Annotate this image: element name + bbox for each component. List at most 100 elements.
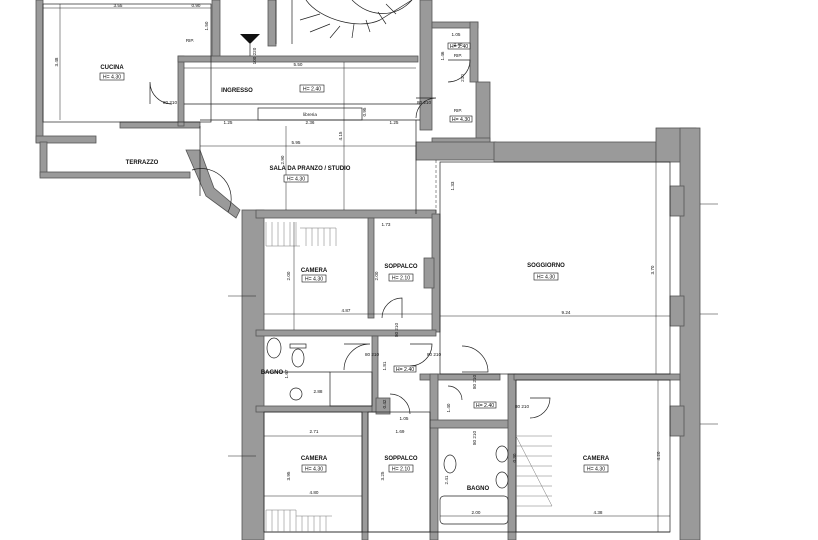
room-labels: CUCINA H= 4.30 INGRESSO H= 2.40 SALA DA … — [99, 65, 610, 492]
sink — [266, 337, 282, 359]
height-box — [583, 464, 609, 473]
dimension-text: 1.81 — [382, 361, 387, 370]
bathtub — [439, 495, 509, 525]
room-height: H= 2.10 — [392, 276, 410, 282]
height-box — [393, 365, 417, 373]
wall — [361, 411, 369, 540]
wall — [419, 0, 433, 131]
room-outline — [439, 161, 671, 375]
dimension-text: 1.05 — [452, 32, 461, 37]
corridor-height: H= 2.40 — [476, 403, 494, 409]
dimension-text: 2.88 — [314, 389, 323, 394]
wall — [177, 55, 185, 127]
wall — [679, 127, 701, 540]
door-swing — [343, 343, 371, 371]
dimension-text: 2.71 — [310, 429, 319, 434]
dimension-text: 4.20 — [656, 451, 661, 460]
dimension-lines — [43, 4, 718, 532]
room-name: SOGGIORNO — [527, 263, 565, 269]
door-swing — [461, 345, 489, 373]
door-swing — [447, 385, 463, 401]
door-swing — [149, 81, 173, 105]
wall — [513, 373, 681, 381]
room-name: SALA DA PRANZO / STUDIO — [270, 166, 351, 172]
room-height: H= 4.30 — [587, 467, 605, 473]
dimension-text: 0.30 — [512, 453, 517, 462]
dimension-text: 3.48 — [54, 57, 59, 66]
dimension-text: 1.40 — [446, 403, 451, 412]
room-name: CAMERA — [301, 456, 328, 462]
door-swing — [389, 393, 411, 415]
dimension-text: 1.67 — [284, 369, 289, 378]
room-height: H= 2.40 — [303, 87, 321, 93]
dimension-text: 3.70 — [650, 265, 655, 274]
wall — [429, 373, 439, 540]
room-outline — [263, 411, 363, 533]
wall — [241, 209, 265, 540]
dimension-text: 4.15 — [338, 131, 343, 140]
room-height: H= 4.30 — [305, 467, 323, 473]
door-swing — [447, 59, 471, 83]
sink — [443, 454, 457, 474]
dimension-text: 4.38 — [594, 510, 603, 515]
dimension-text: 4.80 — [310, 490, 319, 495]
room-name: CAMERA — [583, 456, 610, 462]
library-shelf — [257, 107, 363, 121]
wall — [35, 0, 44, 143]
rip-label: RIP. — [454, 108, 462, 113]
room-name: BAGNO — [261, 370, 284, 376]
bidet — [289, 343, 307, 349]
wall — [35, 135, 97, 144]
dimension-text: 5.50 — [294, 62, 303, 67]
wall — [669, 295, 685, 327]
wall — [267, 0, 277, 47]
door-swing — [529, 397, 551, 419]
bidet — [495, 471, 509, 489]
room-name: CAMERA — [301, 268, 328, 274]
doors — [149, 59, 551, 419]
room-name: BAGNO — [467, 486, 490, 492]
dimension-text: 0.90 — [192, 3, 201, 8]
room-name: SOPPALCO — [384, 456, 418, 462]
room-name: TERRAZZO — [126, 160, 159, 166]
shower-drain — [289, 387, 303, 401]
wall — [367, 217, 375, 319]
dimension-text: 1.50 — [204, 21, 209, 30]
dimension-text: 80 210 — [427, 352, 441, 357]
dimension-text: 80 210 — [515, 404, 529, 409]
height-box — [301, 274, 327, 283]
wall — [119, 121, 201, 129]
wall — [255, 405, 377, 413]
misc-labels: RIP. RIP. H= 2.40 RIP. H= 4.30 libreria … — [186, 38, 497, 409]
wall — [669, 185, 685, 217]
wall — [429, 419, 511, 429]
height-box — [299, 84, 325, 93]
stair-hatch — [515, 435, 553, 507]
wall — [669, 405, 685, 437]
dimension-text: 1.05 — [400, 416, 409, 421]
wall — [211, 0, 221, 59]
dimension-text: 2.00 — [374, 271, 379, 280]
room-height: H= 4.30 — [305, 277, 323, 283]
room-height: H= 2.10 — [392, 467, 410, 473]
wall — [375, 397, 391, 415]
dimension-text: 1.69 — [396, 429, 405, 434]
wall — [39, 171, 191, 179]
libreria-label: libreria — [303, 112, 317, 117]
toilet — [495, 445, 509, 463]
dimension-text: 80 210 — [163, 100, 177, 105]
dimension-text: 1.73 — [382, 222, 391, 227]
wall — [469, 21, 479, 83]
room-name: CUCINA — [100, 65, 124, 71]
rip-label: RIP. — [454, 53, 462, 58]
dimension-text: 3.95 — [286, 471, 291, 480]
room-height: H= 4.30 — [103, 75, 121, 81]
rip-height: H= 2.40 — [450, 44, 468, 50]
room-name: SOPPALCO — [384, 264, 418, 270]
height-box — [388, 464, 414, 473]
dimension-text: 3.25 — [380, 471, 385, 480]
dimension-text: 100 220 — [252, 47, 257, 64]
dimension-text: 80 210 — [472, 375, 477, 389]
dimension-text: 3.55 — [114, 3, 123, 8]
walls — [35, 0, 701, 540]
